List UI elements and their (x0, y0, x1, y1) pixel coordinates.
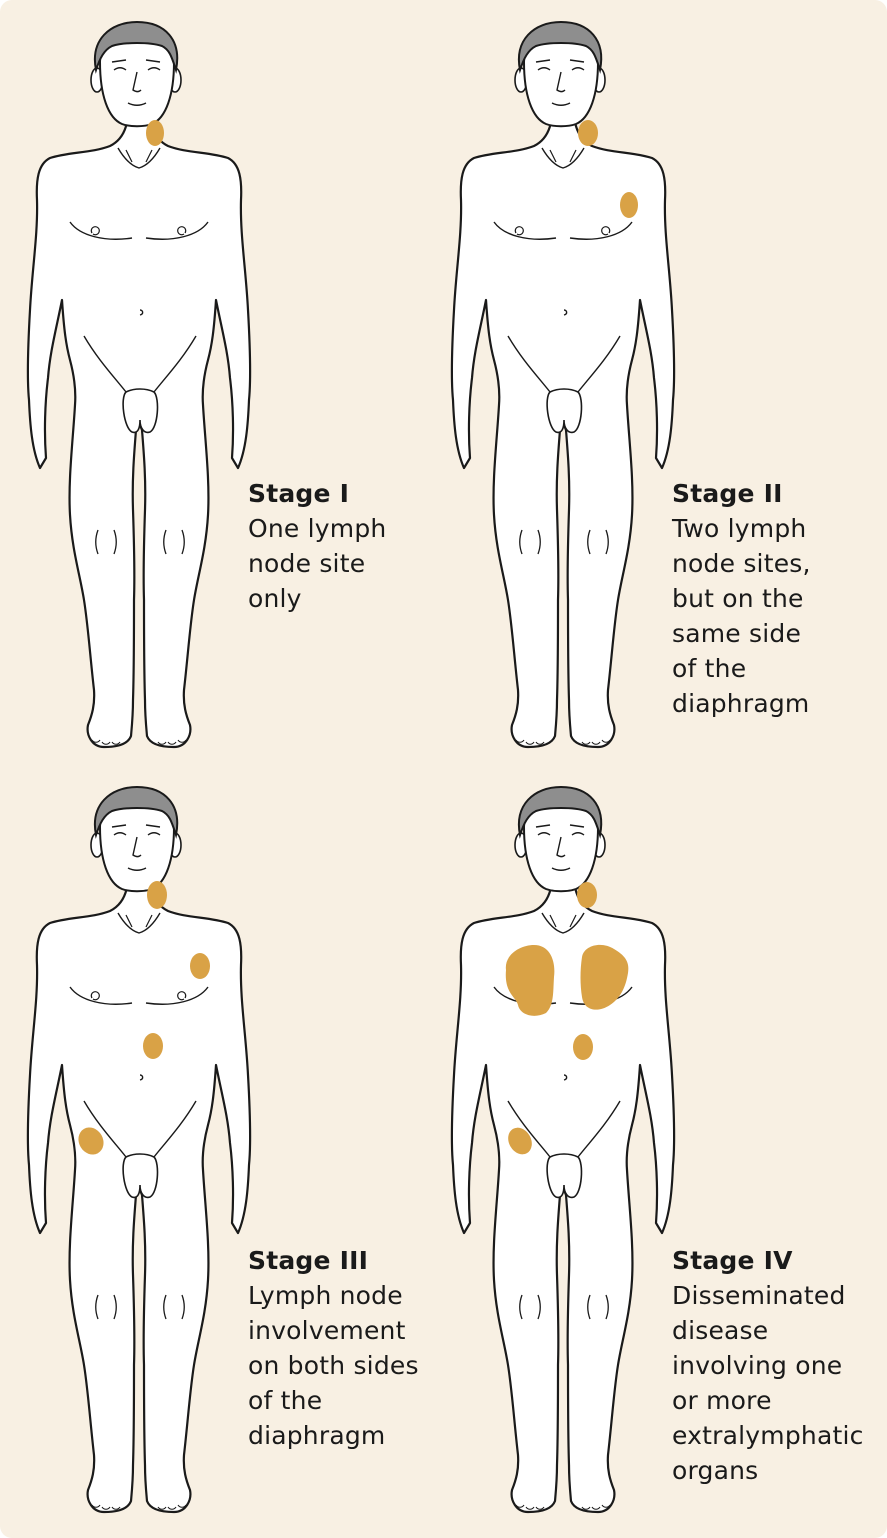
lymph-node-axilla (620, 192, 638, 218)
lung-involvement-left (580, 944, 629, 1010)
stage-3-line: involvement (248, 1316, 406, 1345)
stage-2-line: Two lymph (672, 514, 807, 543)
stage-1-body-figure (26, 20, 252, 749)
lymph-node-neck (146, 120, 164, 146)
stage-3-panel: Stage III Lymph node involvement on both… (0, 765, 443, 1534)
stage-2-body-figure (450, 20, 676, 749)
stage-1-line: only (248, 584, 302, 613)
stage-4-panel: Stage IV Disseminated disease involving … (424, 765, 867, 1534)
stage-2-line: node sites, (672, 549, 811, 578)
stage-3-line: diaphragm (248, 1421, 386, 1450)
stage-4-line: disease (672, 1316, 769, 1345)
stage-4-line: extralymphatic (672, 1421, 864, 1450)
stage-1-line: node site (248, 549, 366, 578)
lymph-node-groin (78, 1127, 104, 1155)
lymph-node-neck (578, 120, 598, 146)
lymph-node-neck (147, 881, 167, 909)
stage-1-caption: Stage I One lymph node site only (248, 476, 386, 616)
stage-2-caption: Stage II Two lymph node sites, but on th… (672, 476, 811, 721)
stage-4-body-figure (450, 785, 676, 1514)
lymph-node-groin (508, 1127, 532, 1155)
stage-2-line: but on the (672, 584, 804, 613)
stage-3-line: of the (248, 1386, 323, 1415)
stage-2-line: same side (672, 619, 802, 648)
lymph-node-axilla (190, 953, 210, 979)
stage-3-title: Stage III (248, 1246, 369, 1275)
lung-involvement-right (505, 945, 555, 1016)
stage-1-line: One lymph (248, 514, 387, 543)
stage-4-caption: Stage IV Disseminated disease involving … (672, 1243, 864, 1488)
lymph-node-abdomen (143, 1033, 163, 1059)
stage-4-line: involving one (672, 1351, 843, 1380)
lymph-node-neck (577, 882, 597, 908)
stage-3-body-figure (26, 785, 252, 1514)
stage-3-line: on both sides (248, 1351, 419, 1380)
stage-2-title: Stage II (672, 479, 783, 508)
stage-4-line: Disseminated (672, 1281, 846, 1310)
stage-3-caption: Stage III Lymph node involvement on both… (248, 1243, 419, 1453)
stage-2-panel: Stage II Two lymph node sites, but on th… (424, 0, 867, 769)
stage-1-title: Stage I (248, 479, 350, 508)
stage-4-title: Stage IV (672, 1246, 793, 1275)
stage-3-line: Lymph node (248, 1281, 403, 1310)
stage-4-line: or more (672, 1386, 772, 1415)
stage-4-line: organs (672, 1456, 759, 1485)
stage-2-line: diaphragm (672, 689, 810, 718)
lymph-node-abdomen (573, 1034, 593, 1060)
stage-2-line: of the (672, 654, 747, 683)
stage-1-panel: Stage I One lymph node site only (0, 0, 443, 769)
